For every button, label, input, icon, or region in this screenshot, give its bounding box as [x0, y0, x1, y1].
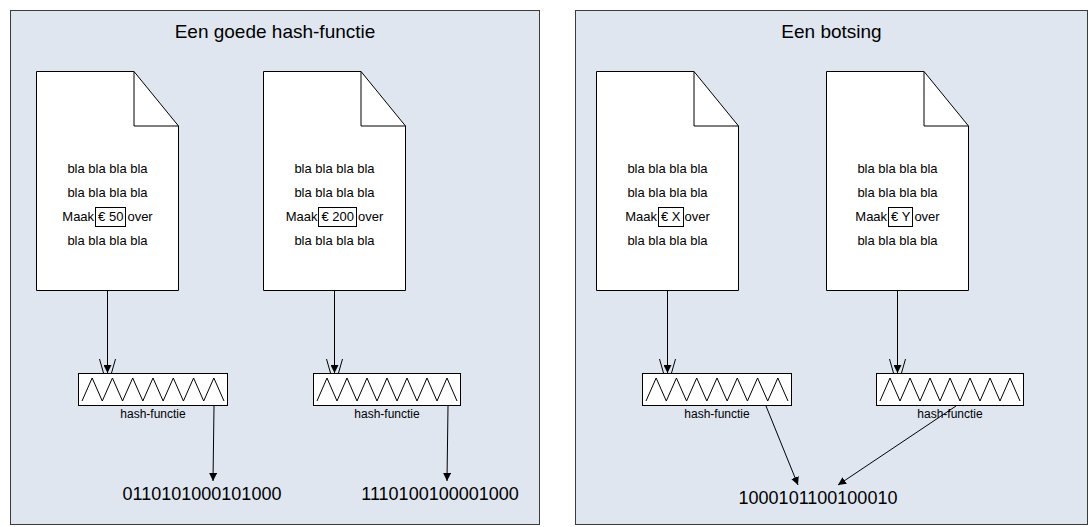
hash-function-box: hash-functie [313, 373, 461, 406]
document-text: bla bla bla bla bla bla bla bla [852, 157, 944, 205]
page-fold [694, 72, 739, 127]
document-shape [827, 72, 969, 291]
document-text: Maak [62, 205, 94, 229]
document: bla bla bla bla bla bla bla blaMaak € Y ov… [826, 71, 969, 291]
zigzag-symbol [643, 374, 791, 405]
input-arrow [897, 291, 898, 373]
panel: Een botsing bla bla bla bla bla bla bla b… [575, 10, 1088, 525]
hash-output: 1110100100001000 [361, 484, 519, 505]
document-text: Maak [286, 205, 318, 229]
input-arrow [334, 291, 335, 373]
document-text: over [685, 205, 710, 229]
document-outline [36, 71, 179, 291]
output-arrow [766, 406, 798, 485]
amount-slot: € 200 [318, 207, 357, 227]
amount-box: € 50 [95, 207, 126, 227]
amount-text: € 200 [321, 209, 354, 224]
input-arrow [667, 291, 668, 373]
zigzag-symbol [314, 374, 460, 405]
panel: Een goede hash-functie bla bla bla bla bl… [10, 10, 540, 525]
amount-slot: € Y [888, 207, 913, 227]
input-arrow [107, 291, 108, 373]
output-layer [213, 406, 956, 485]
amount-line: Maak€ 200 over [286, 205, 384, 229]
hash-output: 0110101000101000 [123, 484, 282, 505]
amount-text: € X [661, 209, 681, 224]
document-text: bla bla bla bla [627, 229, 707, 253]
output-arrow [213, 406, 214, 481]
document-text: Maak [625, 205, 657, 229]
document-body: bla bla bla bla bla bla bla blaMaak€ 200… [263, 157, 406, 253]
hash-label: hash-functie [877, 407, 1023, 421]
zigzag-line [880, 378, 1020, 401]
panel-title: Een goede hash-functie [11, 21, 539, 43]
amount-slot: € 50 [95, 207, 126, 227]
document-text: bla bla bla bla bla bla bla bla [62, 157, 154, 205]
hash-function-box: hash-functie [876, 373, 1024, 406]
document: bla bla bla bla bla bla bla blaMaak€ 200… [263, 71, 406, 291]
hash-label: hash-functie [643, 407, 791, 421]
amount-line: Maak € X over [625, 205, 710, 229]
funnel-layer [100, 359, 906, 373]
edge-layer [108, 291, 898, 373]
zigzag-symbol [877, 374, 1023, 405]
amount-box: € Y [888, 207, 913, 227]
document-text: Maak [855, 205, 887, 229]
document-shape [264, 72, 406, 291]
document: bla bla bla bla bla bla bla blaMaak € 50 o… [36, 71, 179, 291]
document-text: bla bla bla bla bla bla bla bla [622, 157, 714, 205]
amount-text: € 50 [98, 209, 123, 224]
amount-box: € 200 [318, 207, 357, 227]
hash-label: hash-functie [79, 407, 227, 421]
document-text: over [127, 205, 152, 229]
amount-line: Maak € Y over [855, 205, 939, 229]
document-shape [37, 72, 179, 291]
output-arrow [838, 406, 956, 485]
hash-function-box: hash-functie [642, 373, 792, 406]
hash-output: 1000101100100010 [739, 488, 898, 509]
document-text: bla bla bla bla [857, 229, 937, 253]
document-shape [597, 72, 739, 291]
amount-slot: € X [658, 207, 684, 227]
document-text: over [914, 205, 939, 229]
page-fold [134, 72, 179, 127]
document-outline [596, 71, 739, 291]
document-text: over [358, 205, 383, 229]
output-arrow [447, 406, 448, 481]
page-fold [924, 72, 969, 127]
amount-box: € X [658, 207, 684, 227]
document-body: bla bla bla bla bla bla bla blaMaak € 50 o… [36, 157, 179, 253]
amount-line: Maak € 50 over [62, 205, 152, 229]
zigzag-symbol [79, 374, 227, 405]
zigzag-line [317, 378, 457, 401]
page-fold [361, 72, 406, 127]
zigzag-line [82, 378, 224, 401]
document-body: bla bla bla bla bla bla bla blaMaak € X ov… [596, 157, 739, 253]
document-outline [826, 71, 969, 291]
zigzag-line [646, 378, 788, 401]
document-body: bla bla bla bla bla bla bla blaMaak € Y ov… [826, 157, 969, 253]
panel-title: Een botsing [576, 21, 1087, 43]
document-text: bla bla bla bla [294, 229, 374, 253]
document: bla bla bla bla bla bla bla blaMaak € X ov… [596, 71, 739, 291]
amount-text: € Y [891, 209, 910, 224]
hash-function-box: hash-functie [78, 373, 228, 406]
document-text: bla bla bla bla bla bla bla bla [289, 157, 381, 205]
hash-label: hash-functie [314, 407, 460, 421]
document-outline [263, 71, 406, 291]
document-text: bla bla bla bla [67, 229, 147, 253]
